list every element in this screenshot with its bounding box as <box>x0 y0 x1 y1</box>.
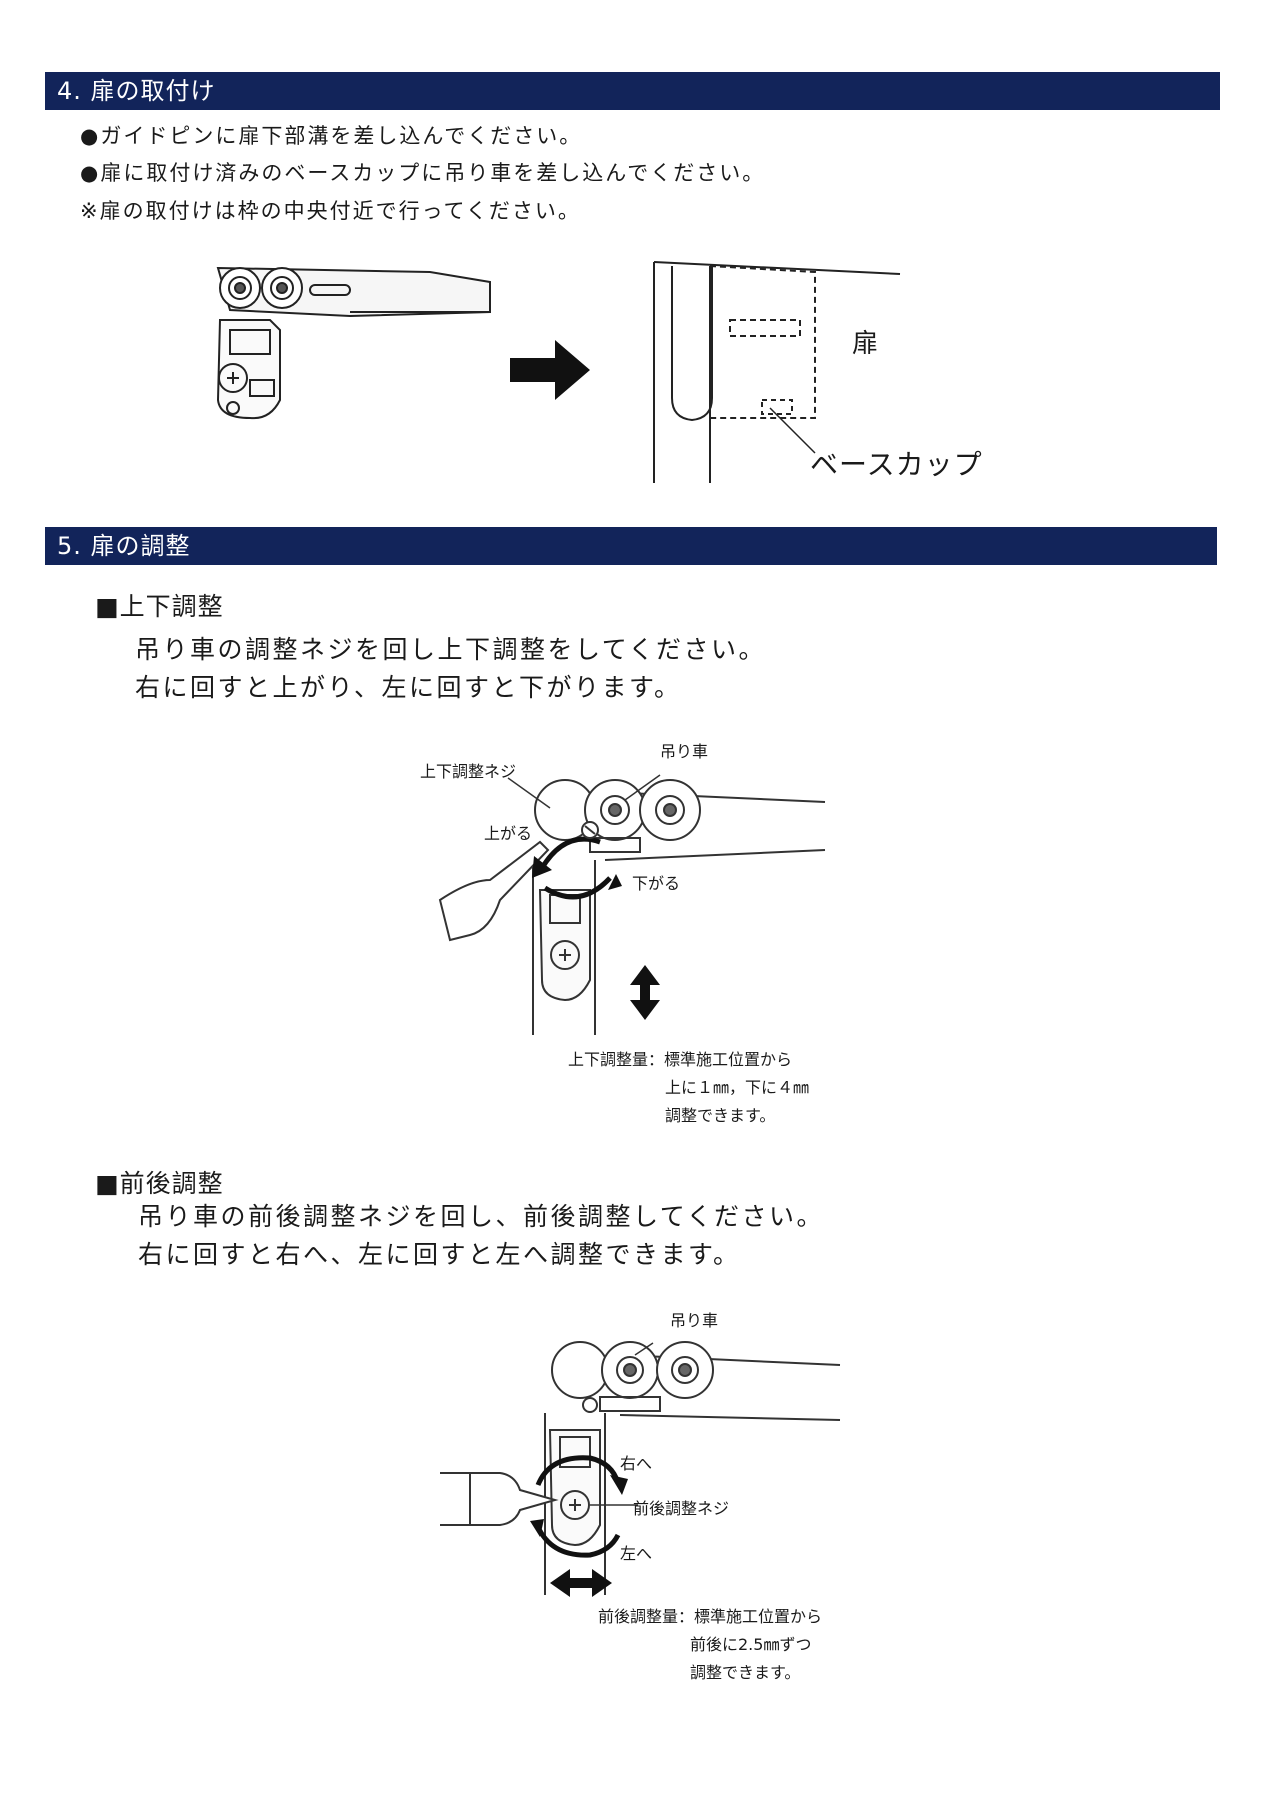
door-label: 扉 <box>852 329 879 359</box>
right-direction-label: 右へ <box>620 1454 653 1473</box>
frontback-adjust-illustration <box>440 1341 841 1597</box>
up-label: 上がる <box>484 824 533 843</box>
basecup-label: ベースカップ <box>810 448 983 481</box>
frontback-adjust-line-1: 吊り車の前後調整ネジを回し、前後調整してください。 <box>138 1202 825 1231</box>
vertical-hanger-label: 吊り車 <box>660 742 709 761</box>
frontback-hanger-label: 吊り車 <box>670 1311 719 1330</box>
left-direction-label: 左へ <box>620 1544 653 1563</box>
vertical-note-line-1: 上下調整量：標準施工位置から <box>568 1050 793 1069</box>
vertical-adjust-heading: ■上下調整 <box>95 592 224 621</box>
instruction-bullet-2: ●扉に取付け済みのベースカップに吊り車を差し込んでください。 <box>80 161 766 185</box>
instruction-bullet-1: ●ガイドピンに扉下部溝を差し込んでください。 <box>80 124 583 148</box>
vertical-adjust-illustration <box>438 774 826 1035</box>
section-4-title: 4. 扉の取付け <box>57 77 216 105</box>
door-basecup-illustration <box>653 261 901 483</box>
vertical-note-line-3: 調整できます。 <box>665 1106 776 1125</box>
vertical-screw-label: 上下調整ネジ <box>420 762 517 781</box>
hanger-roller-illustration <box>216 266 491 420</box>
vertical-adjust-line-2: 右に回すと上がり、左に回すと下がります。 <box>135 673 682 702</box>
section-4-header: 4. 扉の取付け <box>45 72 1220 110</box>
frontback-note-line-1: 前後調整量：標準施工位置から <box>598 1607 823 1626</box>
frontback-adjust-heading: ■前後調整 <box>95 1169 224 1198</box>
right-arrow-icon <box>510 340 590 400</box>
frontback-adjust-line-2: 右に回すと右へ、左に回すと左へ調整できます。 <box>138 1240 741 1269</box>
down-label: 下がる <box>632 874 681 893</box>
frontback-note-line-3: 調整できます。 <box>690 1663 801 1682</box>
section-5-title: 5. 扉の調整 <box>57 532 191 560</box>
vertical-note-line-2: 上に１㎜，下に４㎜ <box>665 1078 810 1097</box>
instruction-note: ※扉の取付けは枠の中央付近で行ってください。 <box>80 199 581 223</box>
frontback-note-line-2: 前後に2.5㎜ずつ <box>690 1635 812 1654</box>
frontback-screw-label: 前後調整ネジ <box>633 1499 730 1518</box>
section-5-header: 5. 扉の調整 <box>45 527 1217 565</box>
vertical-adjust-line-1: 吊り車の調整ネジを回し上下調整をしてください。 <box>135 635 767 664</box>
